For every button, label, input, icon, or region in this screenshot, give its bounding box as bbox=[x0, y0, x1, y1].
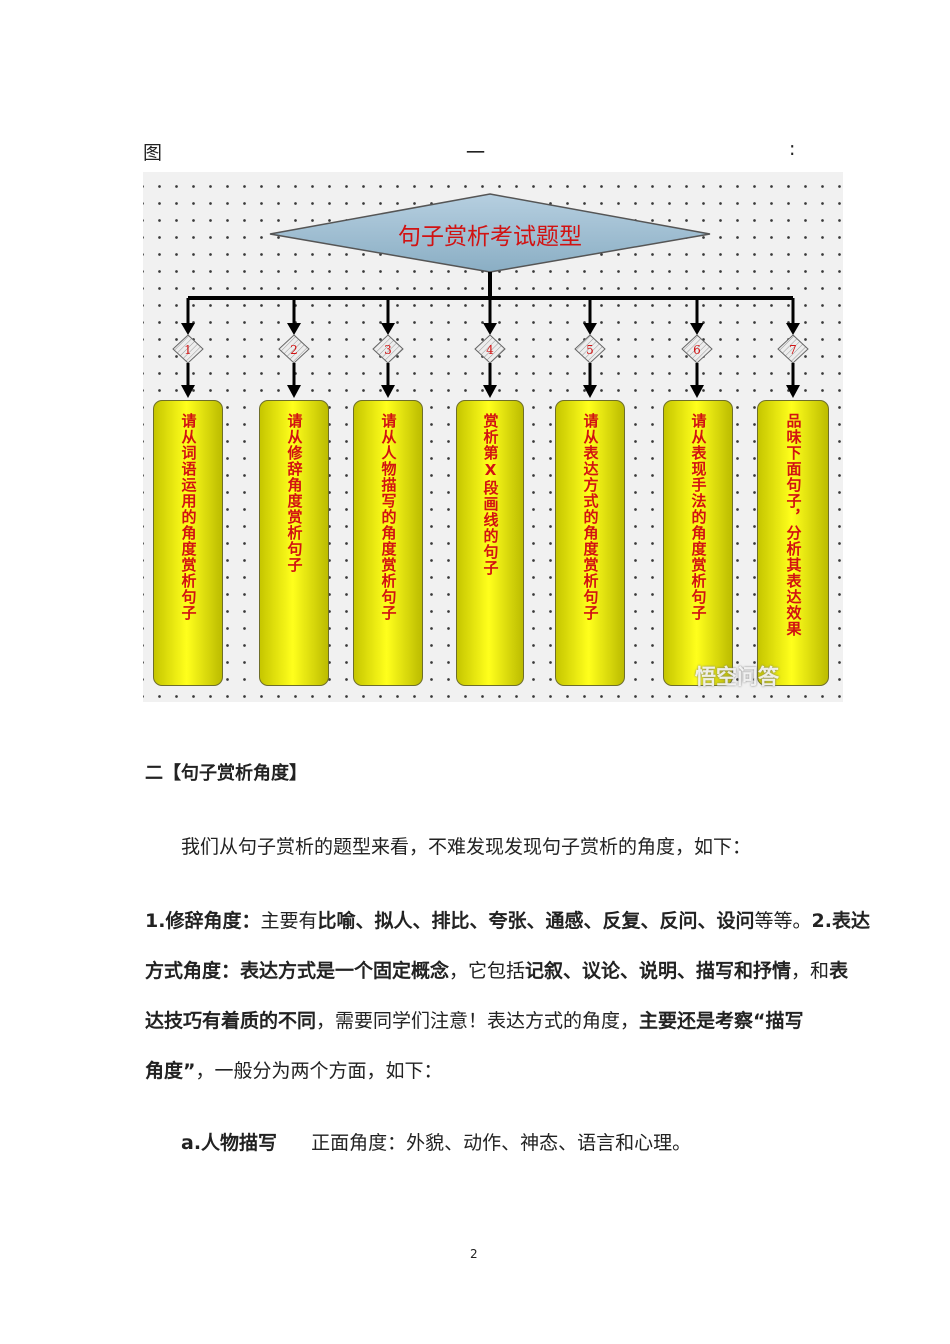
text-run: 记叙、议论、说明、描写和抒情 bbox=[525, 960, 792, 982]
arrow-head bbox=[381, 385, 395, 398]
text-run: 主要有 bbox=[260, 910, 318, 932]
title-diamond-label: 句子赏析考试题型 bbox=[390, 217, 590, 251]
arrow-head bbox=[181, 385, 195, 398]
intro-paragraph: 我们从句子赏析的题型来看，不难发现发现句子赏析的角度，如下： bbox=[181, 836, 752, 858]
arrow-head bbox=[483, 323, 497, 335]
arrow-head bbox=[583, 323, 597, 335]
text-run: 角度” bbox=[145, 1060, 196, 1082]
question-type-box: 赏析第X段画线的句子 bbox=[456, 400, 524, 686]
paragraph-line: 1.修辞角度：主要有比喻、拟人、排比、夸张、通感、反复、反问、设问等等。2.表达 bbox=[145, 896, 870, 946]
figure-caption-colon: : bbox=[789, 138, 796, 160]
number-label: 3 bbox=[384, 343, 392, 357]
arrow-head bbox=[786, 323, 800, 335]
diagram-title: 句子赏析考试题型 bbox=[398, 224, 582, 250]
question-type-box: 请从词语运用的角度赏析句子 bbox=[153, 400, 223, 686]
sub-item-text: 正面角度：外貌、动作、神态、语言和心理。 bbox=[311, 1132, 692, 1154]
arrow-head bbox=[583, 385, 597, 398]
page-number: 2 bbox=[470, 1247, 478, 1261]
text-run: ，和 bbox=[791, 960, 830, 982]
text-run: 1.修辞角度： bbox=[145, 910, 261, 932]
arrow-head bbox=[287, 385, 301, 398]
character-description-item: a.人物描写 正面角度：外貌、动作、神态、语言和心理。 bbox=[181, 1128, 691, 1155]
number-label: 5 bbox=[586, 343, 594, 357]
arrow-head bbox=[381, 323, 395, 335]
figure-caption-number: 一 bbox=[466, 142, 486, 164]
text-run: 2.表达 bbox=[811, 910, 870, 932]
text-run: 方式角度：表达方式是一个固定概念 bbox=[145, 960, 450, 982]
paragraph-line: 达技巧有着质的不同，需要同学们注意！表达方式的角度，主要还是考察“描写 bbox=[145, 996, 808, 1046]
sub-item-label: a.人物描写 bbox=[181, 1132, 278, 1154]
text-run: 表 bbox=[829, 960, 849, 982]
paragraph-line: 角度”，一般分为两个方面，如下： bbox=[145, 1046, 808, 1096]
text-run: ，需要同学们注意！表达方式的角度， bbox=[316, 1010, 640, 1032]
figure-caption-label: 图 bbox=[143, 142, 163, 164]
paragraph-line: 方式角度：表达方式是一个固定概念，它包括记叙、议论、说明、描写和抒情，和表 bbox=[145, 946, 848, 996]
arrow-head bbox=[690, 385, 704, 398]
question-type-diagram: 1 2 3 4 5 6 7 句子赏析考试题型 请从词语运用的角度赏析句子 请从修辞角度赏析句子… bbox=[143, 172, 843, 702]
rhetoric-paragraph: 1.修辞角度：主要有比喻、拟人、排比、夸张、通感、反复、反问、设问等等。2.表达… bbox=[145, 896, 870, 1096]
text-run: 等等。 bbox=[754, 910, 812, 932]
question-type-label: 请从表达方式的角度赏析句子 bbox=[581, 413, 600, 621]
text-run: ，它包括 bbox=[449, 960, 526, 982]
arrow-head bbox=[690, 323, 704, 335]
text-run: 比喻、拟人、排比、夸张、通感、反复、反问、设问 bbox=[317, 910, 755, 932]
number-label: 1 bbox=[184, 343, 192, 357]
arrow-head bbox=[287, 323, 301, 335]
question-type-label: 品味下面句子，分析其表达效果 bbox=[784, 413, 803, 637]
text-run: 主要还是考察“描写 bbox=[639, 1010, 804, 1032]
number-label: 4 bbox=[486, 343, 494, 357]
number-label: 7 bbox=[789, 343, 797, 357]
question-type-label: 请从词语运用的角度赏析句子 bbox=[179, 413, 198, 621]
arrow-head bbox=[786, 385, 800, 398]
question-type-label: 请从人物描写的角度赏析句子 bbox=[379, 413, 398, 621]
question-type-label: 请从修辞角度赏析句子 bbox=[285, 413, 304, 573]
question-type-box: 请从修辞角度赏析句子 bbox=[259, 400, 329, 686]
number-label: 2 bbox=[290, 343, 298, 357]
arrow-head bbox=[181, 323, 195, 335]
question-type-label: 赏析第X段画线的句子 bbox=[481, 413, 500, 576]
question-type-box: 请从人物描写的角度赏析句子 bbox=[353, 400, 423, 686]
section-heading: 二【句子赏析角度】 bbox=[145, 763, 307, 784]
watermark-text: 悟空问答 bbox=[695, 665, 779, 689]
number-label: 6 bbox=[693, 343, 701, 357]
question-type-label: 请从表现手法的角度赏析句子 bbox=[689, 413, 708, 621]
text-run: 达技巧有着质的不同 bbox=[145, 1010, 317, 1032]
diagram-connectors: 1 2 3 4 5 6 7 bbox=[172, 193, 809, 398]
text-run: ，一般分为两个方面，如下： bbox=[195, 1060, 443, 1082]
question-type-box: 请从表达方式的角度赏析句子 bbox=[555, 400, 625, 686]
arrow-head bbox=[483, 385, 497, 398]
question-type-box: 品味下面句子，分析其表达效果 bbox=[757, 400, 829, 686]
question-type-box: 请从表现手法的角度赏析句子 bbox=[663, 400, 733, 686]
